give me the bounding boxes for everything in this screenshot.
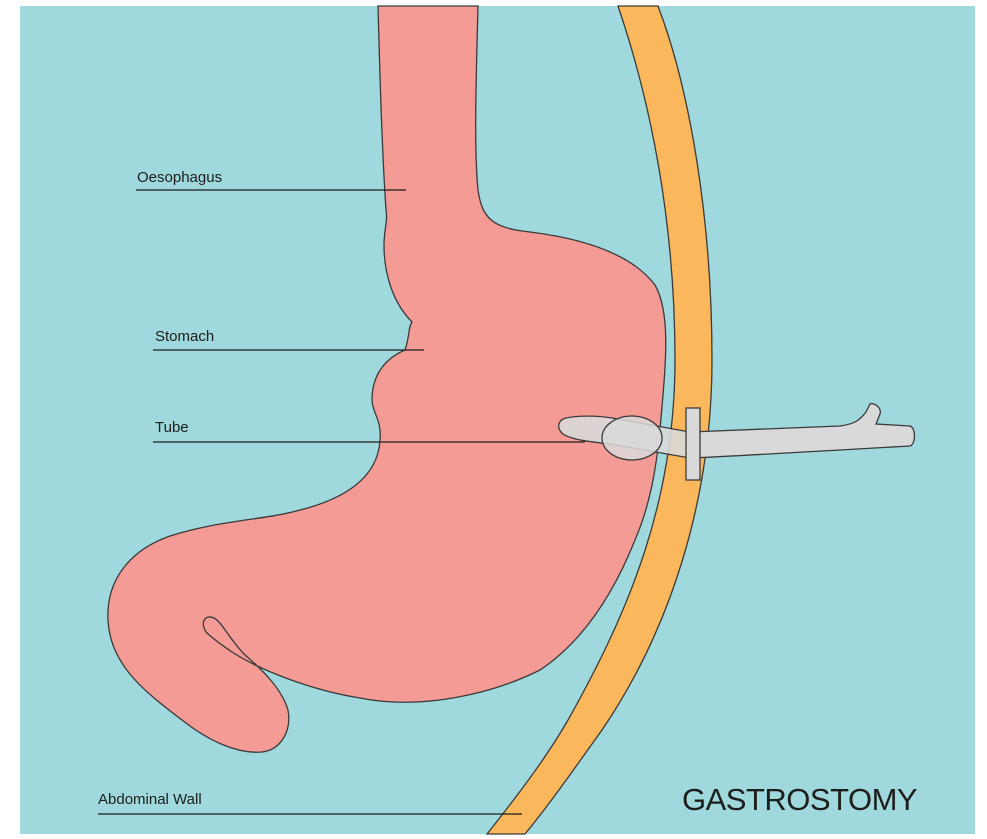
tube-fixation-plate xyxy=(686,408,700,480)
stomach-label: Stomach xyxy=(155,328,214,345)
abdominal-wall-label: Abdominal Wall xyxy=(98,791,202,808)
tube-label: Tube xyxy=(155,419,189,436)
oesophagus-label: Oesophagus xyxy=(137,169,222,186)
diagram-title: GASTROSTOMY xyxy=(682,782,917,817)
tube-balloon xyxy=(602,416,662,460)
